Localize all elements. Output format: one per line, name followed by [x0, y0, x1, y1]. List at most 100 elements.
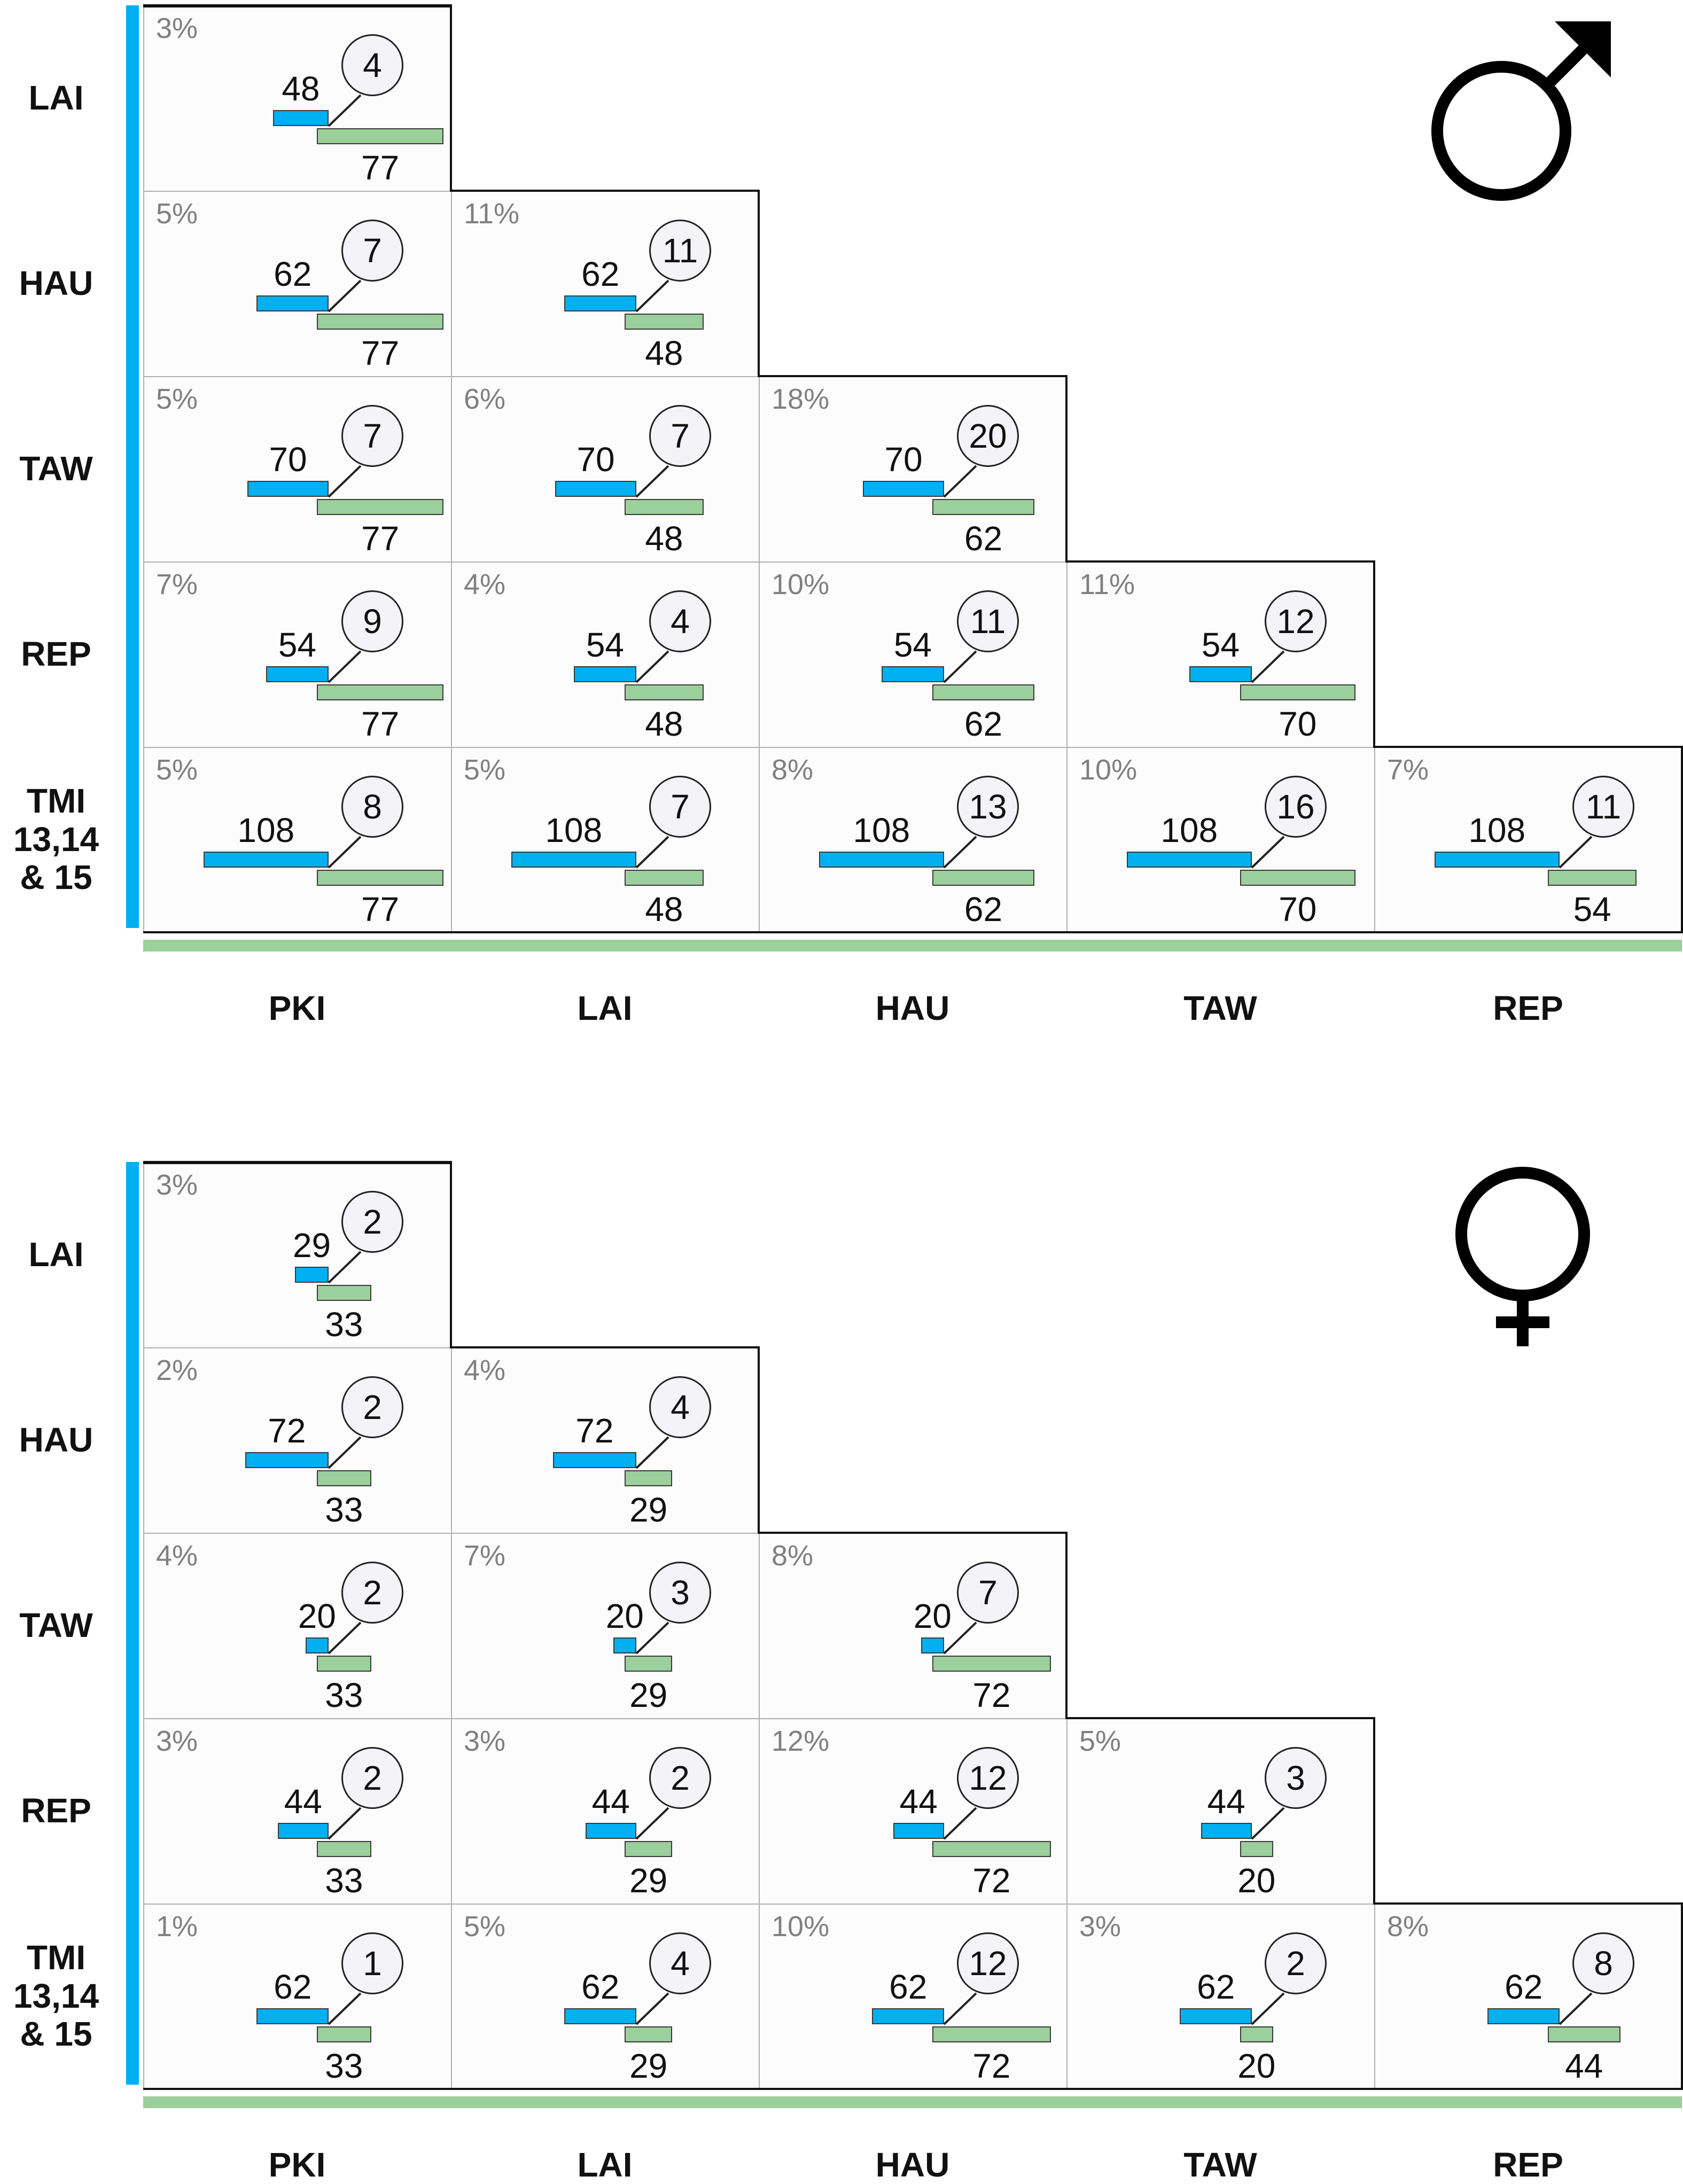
column-count-bar: [932, 1841, 1051, 1857]
row-axis-line: [126, 1162, 139, 2085]
overlap-percent: 1%: [156, 1910, 198, 1943]
overlap-percent: 2%: [156, 1354, 198, 1386]
row-label: HAU: [19, 1420, 94, 1459]
row-count-bar: [247, 481, 329, 497]
row-count-label: 54: [278, 626, 316, 664]
row-count-label: 108: [1468, 811, 1526, 849]
overlap-count-circle: 13: [957, 776, 1019, 838]
connector-line: [1559, 1992, 1593, 2025]
row-count-label: 62: [274, 255, 312, 293]
column-count-label: 33: [325, 1305, 363, 1344]
row-count-label: 54: [586, 626, 624, 664]
row-count-label: 62: [1197, 1968, 1235, 2006]
column-count-label: 62: [964, 705, 1003, 743]
column-count-bar: [932, 870, 1034, 886]
overlap-percent: 6%: [464, 383, 506, 415]
row-label: HAU: [19, 263, 94, 302]
row-count-label: 44: [899, 1782, 938, 1821]
column-count-label: 48: [645, 519, 683, 558]
overlap-percent: 11%: [464, 198, 520, 230]
row-count-label: 108: [1160, 811, 1218, 849]
connector-line: [1559, 836, 1593, 869]
overlap-percent: 10%: [772, 1910, 830, 1943]
connector-line: [635, 1992, 669, 2025]
overlap-count-circle: 16: [1265, 776, 1327, 838]
column-count-bar: [625, 684, 704, 700]
male-symbol-ring: [1431, 61, 1571, 201]
overlap-count-circle: 4: [649, 1376, 711, 1438]
connector-line: [635, 1807, 669, 1840]
column-label: LAI: [577, 2146, 633, 2184]
overlap-percent: 7%: [156, 568, 198, 600]
overlap-count-circle: 7: [649, 776, 711, 838]
overlap-percent: 11%: [1079, 568, 1135, 600]
row-count-bar: [277, 1823, 329, 1839]
overlap-count-circle: 12: [957, 1932, 1019, 1994]
row-count-label: 44: [284, 1782, 322, 1821]
connector-line: [943, 1807, 977, 1840]
row-count-label: 62: [274, 1968, 312, 2006]
column-count-bar: [1240, 684, 1355, 700]
connector-line: [328, 836, 362, 869]
connector-line: [635, 836, 669, 869]
connector-line: [328, 1251, 362, 1284]
overlap-count-circle: 2: [341, 1376, 403, 1438]
row-count-label: 62: [581, 255, 620, 293]
row-count-bar: [245, 1452, 329, 1468]
row-label: TAW: [19, 1605, 93, 1644]
row-count-bar: [1189, 666, 1252, 682]
column-count-label: 62: [964, 519, 1003, 558]
column-count-bar: [625, 314, 704, 330]
column-count-label: 72: [972, 1676, 1011, 1714]
column-count-label: 77: [361, 149, 400, 187]
row-label: TMI 13,14 & 15: [13, 781, 99, 897]
column-label: REP: [1493, 989, 1563, 1027]
row-count-label: 72: [575, 1411, 614, 1450]
row-count-bar: [552, 1452, 636, 1468]
column-count-label: 77: [361, 890, 400, 929]
row-count-label: 108: [853, 811, 910, 849]
column-count-bar: [932, 1656, 1051, 1672]
row-count-label: 20: [605, 1597, 644, 1635]
overlap-percent: 3%: [156, 12, 198, 44]
row-count-label: 62: [889, 1968, 928, 2006]
column-count-bar: [317, 499, 444, 515]
column-count-bar: [317, 2026, 371, 2042]
connector-line: [1251, 650, 1285, 683]
overlap-percent: 5%: [156, 383, 198, 415]
column-count-bar: [317, 1285, 371, 1301]
column-count-label: 29: [629, 2047, 668, 2085]
column-count-label: 77: [361, 334, 400, 372]
row-label: REP: [21, 1791, 91, 1830]
row-count-label: 44: [1207, 1782, 1245, 1821]
overlap-percent: 3%: [156, 1725, 198, 1757]
column-count-label: 48: [645, 705, 683, 743]
column-count-bar: [1240, 1841, 1273, 1857]
row-count-bar: [305, 1637, 329, 1653]
overlap-percent: 12%: [772, 1725, 830, 1757]
column-count-bar: [932, 499, 1034, 515]
row-count-bar: [863, 481, 944, 497]
overlap-count-circle: 4: [341, 34, 403, 96]
row-count-bar: [573, 666, 636, 682]
column-count-label: 20: [1237, 2047, 1276, 2085]
connector-line: [328, 465, 362, 498]
column-count-label: 48: [645, 890, 683, 929]
overlap-percent: 10%: [1079, 754, 1137, 786]
overlap-percent: 8%: [1387, 1910, 1429, 1943]
